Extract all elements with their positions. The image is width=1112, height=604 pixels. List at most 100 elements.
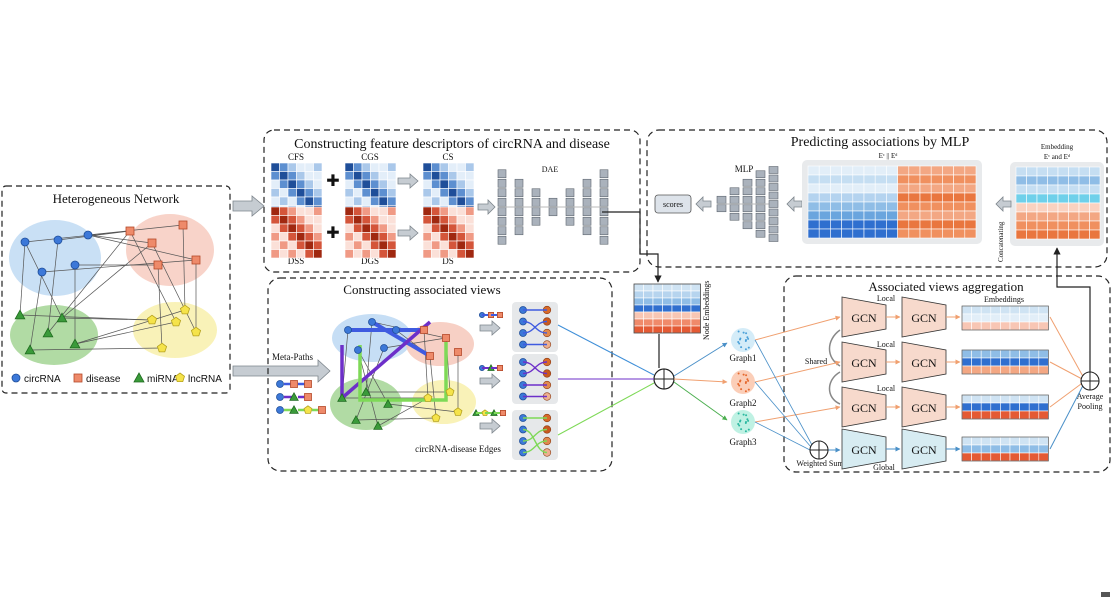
matrix-cell xyxy=(361,179,371,189)
matrix-cell xyxy=(296,249,306,259)
view-embedding-cell xyxy=(1009,436,1020,446)
node-embedding-cell xyxy=(671,318,682,327)
view-embedding-cell xyxy=(961,349,972,359)
concat-cell xyxy=(852,201,865,212)
view-embedding-cell xyxy=(1038,452,1049,462)
dae-neuron xyxy=(599,178,609,188)
hetero-edge xyxy=(24,230,131,243)
concat-cell xyxy=(908,165,921,176)
concat-cell xyxy=(841,219,854,230)
matrix-cell xyxy=(422,162,432,172)
matrix-cell xyxy=(370,196,380,206)
matrix-cell xyxy=(456,223,466,233)
node-embedding-cell xyxy=(662,311,673,320)
embedding-to-pooling-line xyxy=(1049,316,1084,377)
view-embedding-cell xyxy=(1009,357,1020,367)
matrix-cell xyxy=(270,162,280,172)
mlp-panel-title: Predicting associations by MLP xyxy=(791,135,970,150)
node-embeddings-border xyxy=(633,283,701,334)
concat-cell xyxy=(830,228,842,239)
mlp-neuron xyxy=(768,234,779,242)
concat-cell xyxy=(863,219,876,230)
concat-cell xyxy=(897,219,910,230)
view-embedding-cell xyxy=(990,444,1001,454)
graph3-label: Graph3 xyxy=(730,437,757,447)
embedding-cell xyxy=(1068,166,1080,177)
node-embedding-cell xyxy=(681,290,692,299)
dae-neuron xyxy=(565,207,575,217)
graph2-dot xyxy=(737,372,740,375)
view-embedding-cell xyxy=(1019,321,1030,331)
legend-mirna-label: miRNA xyxy=(147,374,179,385)
dae-neuron xyxy=(599,235,609,245)
matrix-cell xyxy=(439,162,449,172)
embedding-cell xyxy=(1089,229,1101,240)
views-node xyxy=(354,346,362,354)
concat-cell xyxy=(830,174,842,185)
merge-to-graph2-line xyxy=(673,378,728,385)
matrix-cell xyxy=(456,162,466,172)
mlp-neuron xyxy=(716,195,727,204)
views-panel-title: Constructing associated views xyxy=(343,282,500,297)
views-edge xyxy=(355,347,385,421)
concat-cell xyxy=(908,192,921,203)
view-embedding-cell xyxy=(961,365,972,375)
matrix-cell xyxy=(387,188,397,198)
view-embedding-cell xyxy=(980,444,992,454)
matrix-cell xyxy=(456,232,466,242)
mlp-neuron xyxy=(768,225,779,234)
view-embedding-cell xyxy=(990,357,1001,367)
concat-cell xyxy=(841,165,854,176)
concat-cell xyxy=(919,219,932,230)
view-embedding-cell xyxy=(1009,321,1020,331)
view-embedding-cell xyxy=(1019,452,1030,462)
concat-cell xyxy=(897,192,910,203)
views-node xyxy=(392,326,400,334)
dae-neuron xyxy=(582,188,592,198)
concat-cell xyxy=(841,210,854,221)
concat-cell xyxy=(942,228,954,239)
concatenating-label: Concatenating xyxy=(997,221,1005,262)
view-embedding-cell xyxy=(1038,349,1049,359)
graph1-dot xyxy=(744,348,747,351)
matrix-cell xyxy=(422,223,432,233)
view-embedding-cell xyxy=(990,436,1001,446)
matrix-cell xyxy=(378,206,388,216)
hetero-edge xyxy=(87,234,153,244)
concat-cell xyxy=(886,219,898,230)
node-embedding-cell xyxy=(643,304,654,313)
embedding-cell xyxy=(1036,166,1048,177)
embedding-cell xyxy=(1089,175,1101,186)
concat-cell xyxy=(964,192,977,203)
view-embedding-cell xyxy=(1038,410,1049,420)
ds-label: DS xyxy=(442,256,454,266)
concat-cell xyxy=(908,201,921,212)
view-embedding-cell xyxy=(980,357,992,367)
concat-cell xyxy=(919,174,932,185)
view-embedding-cell xyxy=(1038,444,1049,454)
meta-path-icons xyxy=(276,311,506,434)
concat-cell xyxy=(852,219,865,230)
embedding-cell xyxy=(1057,175,1069,186)
node-embedding-cell xyxy=(690,311,701,320)
matrix-cell xyxy=(387,215,397,225)
embedding-cell xyxy=(1089,202,1101,213)
mlp-network xyxy=(716,166,779,242)
mlp-neuron xyxy=(755,195,766,204)
view-embedding-cell xyxy=(1019,410,1030,420)
matrix-cell xyxy=(313,196,323,206)
concat-cell xyxy=(852,183,865,194)
meta-path-node xyxy=(303,405,313,414)
arrow-concat-to-mlp xyxy=(786,196,803,212)
matrix-cell xyxy=(344,162,354,172)
view-embedding-cell xyxy=(1009,402,1020,412)
concat-cell xyxy=(807,183,820,194)
view-embedding-cell xyxy=(961,444,972,454)
views-edge xyxy=(429,355,437,419)
matrix-cell xyxy=(387,223,397,233)
dae-neuron xyxy=(599,169,609,179)
concat-cell xyxy=(942,210,954,221)
hetero-edge xyxy=(157,264,163,349)
gcn-block xyxy=(841,386,887,428)
plus-icon-bottom: ✚ xyxy=(326,225,339,242)
